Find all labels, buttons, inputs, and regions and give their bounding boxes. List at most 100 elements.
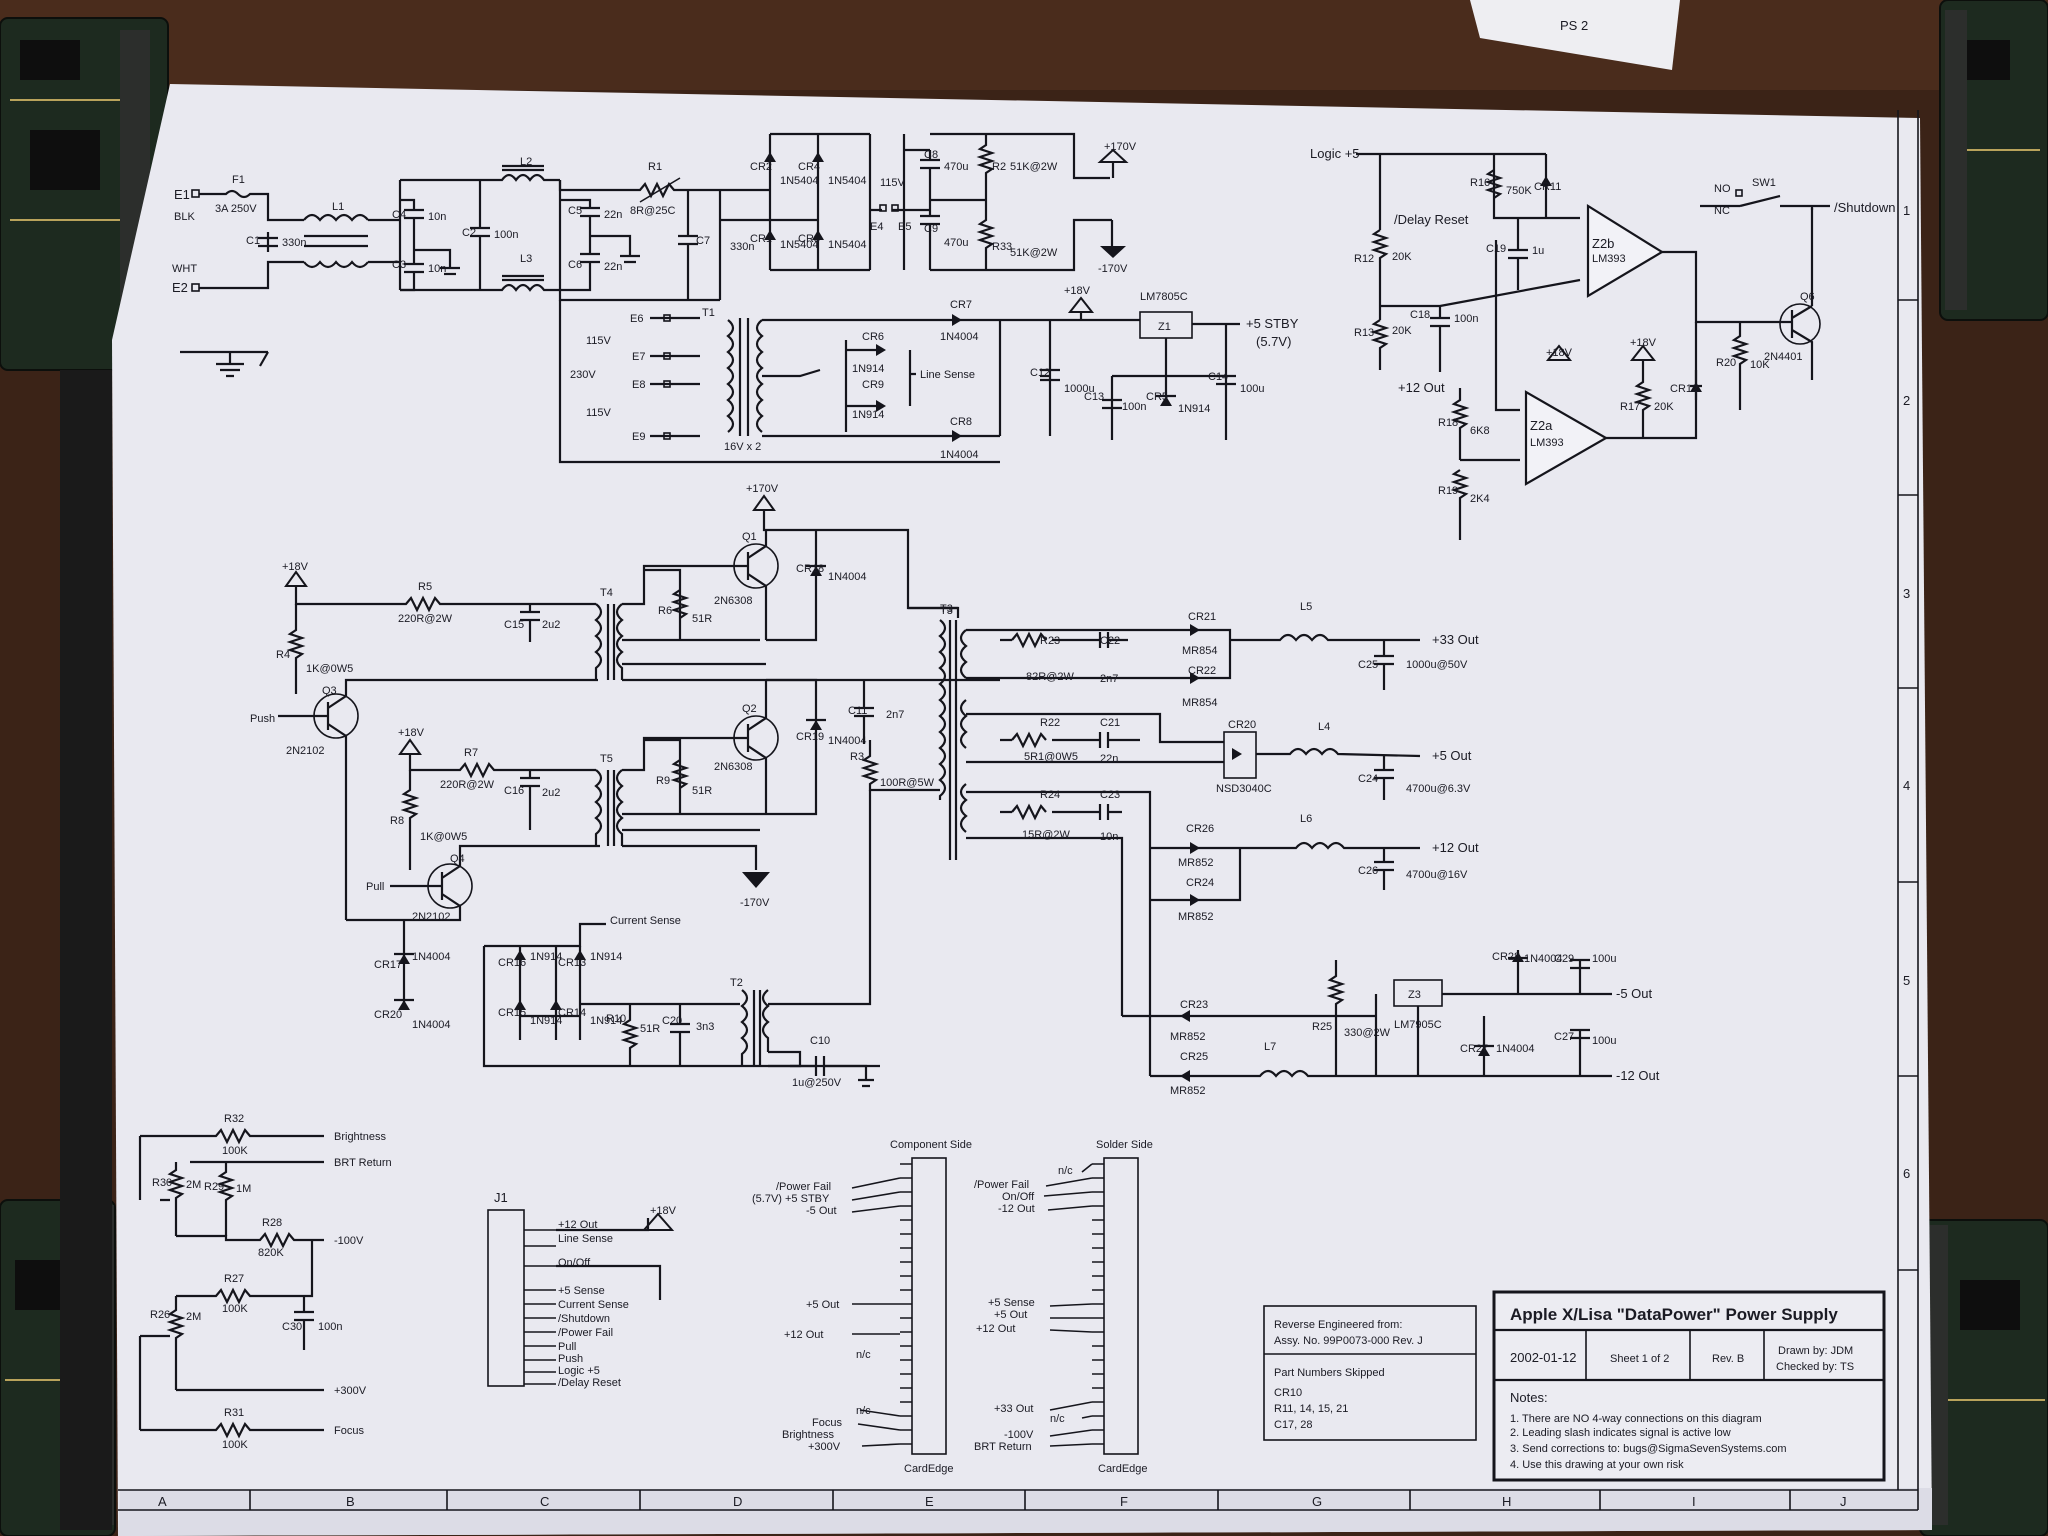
svg-text:C9: C9 [924,223,938,235]
svg-text:E1: E1 [174,187,190,202]
svg-text:20K: 20K [1392,325,1412,337]
grid-col-label: E [925,1494,934,1509]
svg-text:CR23: CR23 [1180,999,1208,1011]
reverse-engineered-box: Reverse Engineered from: Assy. No. 99P00… [1263,1305,1477,1441]
svg-text:1. There are NO 4-way connecti: 1. There are NO 4-way connections on thi… [1510,1413,1762,1425]
svg-text:-170V: -170V [1098,263,1128,275]
svg-text:C10: C10 [810,1035,830,1047]
svg-text:CR18: CR18 [796,563,824,575]
svg-text:22n: 22n [604,261,622,273]
svg-text:1N4004: 1N4004 [828,735,867,747]
svg-text:2n7: 2n7 [886,709,904,721]
svg-text:R24: R24 [1040,789,1060,801]
svg-text:1N4004: 1N4004 [1496,1043,1535,1055]
svg-text:1N4004: 1N4004 [940,449,979,461]
card-edge-solder-side: Solder Side n/c /Power Fail On/Off -12 O… [974,1139,1153,1475]
svg-text:Reverse Engineered from:: Reverse Engineered from: [1274,1319,1402,1331]
svg-text:330n: 330n [282,237,306,249]
svg-text:4. Use this drawing at your ow: 4. Use this drawing at your own risk [1510,1459,1684,1471]
svg-text:2N4401: 2N4401 [1764,351,1803,363]
sheet-edge-shadow [60,370,112,1530]
svg-text:CR17: CR17 [374,959,402,971]
svg-text:Z2b: Z2b [1592,236,1614,251]
svg-text:-100V: -100V [1004,1429,1034,1441]
svg-text:MR852: MR852 [1170,1085,1205,1097]
output-section: R23 82R@2W C22 2n7 CR21 MR854 CR22 MR854… [966,601,1660,1097]
svg-text:C12: C12 [1030,367,1050,379]
svg-text:Focus: Focus [334,1425,364,1437]
svg-text:-170V: -170V [740,897,770,909]
svg-text:3n3: 3n3 [696,1021,714,1033]
svg-text:C20: C20 [662,1015,682,1027]
svg-text:CR6: CR6 [862,331,884,343]
svg-text:1N4004: 1N4004 [1524,953,1563,965]
svg-text:1u: 1u [1532,245,1544,257]
svg-text:115V: 115V [880,177,906,189]
svg-text:+5 Sense: +5 Sense [988,1297,1035,1309]
svg-text:R25: R25 [1312,1021,1332,1033]
svg-text:1N914: 1N914 [590,1015,622,1027]
svg-text:+5 Sense: +5 Sense [558,1285,605,1297]
svg-text:100u: 100u [1592,953,1616,965]
svg-text:1N5404: 1N5404 [780,175,819,187]
svg-text:1M: 1M [236,1183,251,1195]
svg-text:2M: 2M [186,1179,201,1191]
svg-text:/Delay Reset: /Delay Reset [1394,212,1469,227]
svg-text:+300V: +300V [808,1441,841,1453]
svg-text:C5: C5 [568,205,582,217]
svg-text:Q1: Q1 [742,531,757,543]
svg-text:2N6308: 2N6308 [714,595,753,607]
svg-text:C2: C2 [462,227,476,239]
svg-text:R7: R7 [464,747,478,759]
svg-text:C8: C8 [924,149,938,161]
svg-text:R9: R9 [656,775,670,787]
grid-row-label: 5 [1903,973,1910,988]
svg-text:R13: R13 [1354,327,1374,339]
svg-text:MR852: MR852 [1178,857,1213,869]
svg-text:+18V: +18V [282,561,309,573]
grid-row-label: 1 [1903,203,1910,218]
svg-text:E8: E8 [632,379,645,391]
svg-text:1K@0W5: 1K@0W5 [306,663,353,675]
svg-text:+18V: +18V [1064,285,1091,297]
svg-text:CR15: CR15 [498,1007,526,1019]
svg-text:R33: R33 [992,241,1012,253]
svg-text:Component Side: Component Side [890,1139,972,1151]
svg-text:CR20: CR20 [374,1009,402,1021]
svg-text:Current Sense: Current Sense [558,1299,629,1311]
svg-text:T1: T1 [702,307,715,319]
card-edge-component-side: Component Side /Power Fail (5.7V) +5 STB… [752,1139,972,1475]
svg-text:2. Leading slash indicates sig: 2. Leading slash indicates signal is act… [1510,1427,1731,1439]
grid-col-label: D [733,1494,742,1509]
svg-text:E9: E9 [632,431,645,443]
svg-text:/Shutdown: /Shutdown [1834,200,1895,215]
crt-section: R32 100K Brightness BRT Return R30 2M R2… [138,1113,392,1451]
svg-text:LM393: LM393 [1592,253,1626,265]
svg-text:R22: R22 [1040,717,1060,729]
svg-text:R1: R1 [648,161,662,173]
grid-col-label: C [540,1494,549,1509]
svg-text:330n: 330n [730,241,754,253]
svg-text:LM7805C: LM7805C [1140,291,1188,303]
svg-text:470u: 470u [944,237,968,249]
svg-text:SW1: SW1 [1752,177,1776,189]
svg-text:820K: 820K [258,1247,284,1259]
svg-text:51R: 51R [692,785,712,797]
svg-text:L5: L5 [1300,601,1312,613]
svg-text:100n: 100n [494,229,518,241]
svg-text:C15: C15 [504,619,524,631]
svg-text:2M: 2M [186,1311,201,1323]
svg-text:/Delay Reset: /Delay Reset [558,1377,621,1389]
j1-connector: J1 +18V +12 Out Line Sense On/Off +5 Sen… [487,1190,677,1389]
svg-text:CardEdge: CardEdge [1098,1463,1148,1475]
svg-text:Q2: Q2 [742,703,757,715]
svg-text:+5 Out: +5 Out [1432,748,1472,763]
svg-text:BLK: BLK [174,211,195,223]
svg-text:Push: Push [250,713,275,725]
pcb-board-top-right [1939,0,2048,321]
svg-text:2u2: 2u2 [542,619,560,631]
svg-text:Q3: Q3 [322,685,337,697]
svg-text:R17: R17 [1620,401,1640,413]
svg-text:750K: 750K [1506,185,1532,197]
